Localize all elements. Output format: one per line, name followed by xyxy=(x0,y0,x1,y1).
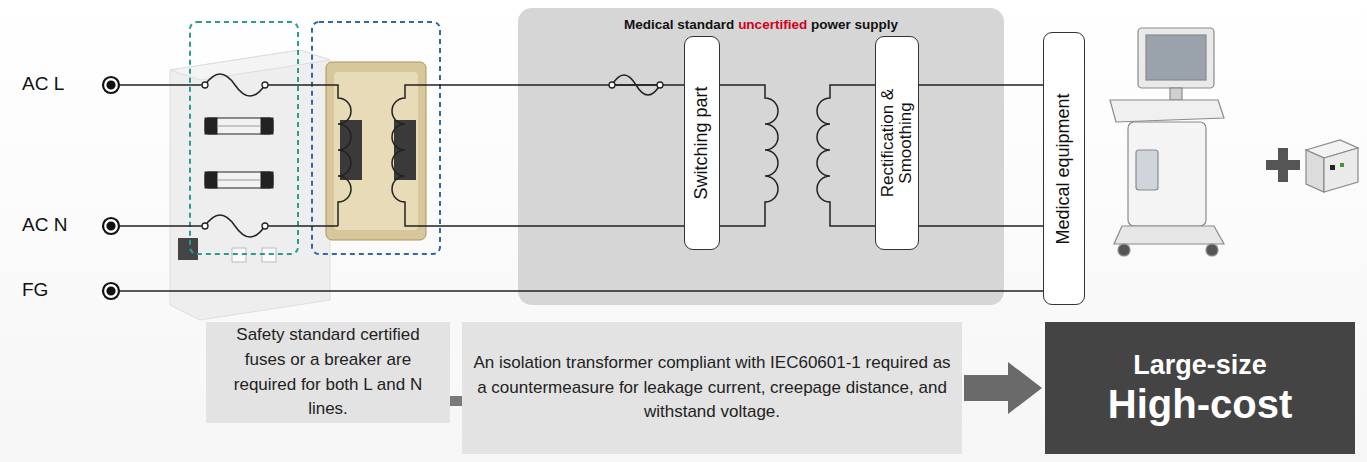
housing-illustration xyxy=(170,50,330,320)
power-supply-unit xyxy=(1340,163,1344,167)
plus-sign xyxy=(1266,148,1300,182)
panel-title: Medical standard uncertified power supply xyxy=(518,17,1004,32)
panel-title-text: Medical standard xyxy=(624,17,734,32)
power-supply-unit xyxy=(1306,150,1324,192)
terminal-symbol xyxy=(108,288,115,295)
emphasis-text: Large-size xyxy=(1133,349,1267,381)
ultrasound-illustration xyxy=(1206,244,1218,256)
fuse-end xyxy=(609,82,615,88)
terminal-label: AC N xyxy=(22,214,67,236)
ultrasound-illustration xyxy=(1136,150,1158,190)
ultrasound-illustration xyxy=(1170,88,1182,100)
housing-illustration xyxy=(178,238,198,260)
ultrasound-illustration xyxy=(1114,226,1224,244)
wire xyxy=(817,85,875,226)
box-label: Medical equipment xyxy=(1054,93,1073,244)
power-supply-unit xyxy=(1324,148,1358,192)
fuse-end xyxy=(657,82,663,88)
fuse-end xyxy=(202,82,208,88)
emphasis-text: High-cost xyxy=(1108,381,1292,427)
fuse-cartridge xyxy=(205,172,217,188)
ultrasound-illustration xyxy=(1146,35,1206,80)
fuse-cartridge xyxy=(217,180,261,181)
highlight-word: uncertified xyxy=(738,17,807,32)
note-box: An isolation transformer compliant with … xyxy=(462,322,962,454)
note-text: An isolation transformer compliant with … xyxy=(472,351,952,425)
wire xyxy=(119,74,1043,291)
terminal-symbol xyxy=(103,283,119,299)
note-text: Safety standard certified fuses or a bre… xyxy=(216,323,440,422)
terminal-label: FG xyxy=(22,279,48,301)
terminal-symbol xyxy=(103,218,119,234)
housing-illustration xyxy=(170,50,330,320)
wire xyxy=(119,215,338,237)
fuse-end xyxy=(202,223,208,229)
terminal-label: AC L xyxy=(22,73,64,95)
fuse-cartridge xyxy=(205,118,217,134)
transformer-group-outline xyxy=(312,22,440,254)
wire xyxy=(119,290,1043,292)
fuse-cartridge xyxy=(205,172,273,188)
rectification-box: Rectification & Smoothing xyxy=(875,36,919,250)
wire xyxy=(919,84,1043,86)
ultrasound-illustration xyxy=(1138,28,1214,88)
transformer-illustration xyxy=(340,120,362,180)
box-label: Switching part xyxy=(692,86,711,199)
link-bar xyxy=(450,396,462,406)
plus-sign xyxy=(1278,148,1288,182)
connector xyxy=(450,396,462,406)
terminal-symbol xyxy=(103,77,119,299)
note-box: Safety standard certified fuses or a bre… xyxy=(206,322,450,423)
fuse-end xyxy=(262,82,268,88)
cost-box: Large-sizeHigh-cost xyxy=(1045,322,1355,454)
terminal-symbol xyxy=(108,82,115,89)
power-supply-unit xyxy=(1306,140,1358,192)
panel-title-text: power supply xyxy=(811,17,898,32)
switching-box: Switching part xyxy=(684,36,720,250)
power-supply-unit xyxy=(1330,165,1335,170)
ultrasound-illustration xyxy=(1118,244,1130,256)
housing-illustration xyxy=(170,50,330,80)
connector xyxy=(964,362,1042,414)
fuse-group-outline xyxy=(190,22,298,254)
fuse-cartridge xyxy=(205,118,273,134)
terminal-symbol xyxy=(103,77,119,93)
wire xyxy=(720,85,778,226)
wire xyxy=(119,74,351,226)
fuse-cartridge xyxy=(205,118,273,188)
fuse-cartridge xyxy=(261,172,273,188)
power-supply-panel: Medical standard uncertified power supplyS… xyxy=(518,8,1004,305)
wire xyxy=(919,225,1043,227)
ultrasound-illustration xyxy=(1110,28,1224,256)
block-arrow xyxy=(964,362,1042,414)
fuse-cartridge xyxy=(217,126,261,127)
fuse-cartridge xyxy=(261,118,273,134)
equipment-box: Medical equipment xyxy=(1043,32,1085,305)
ultrasound-illustration xyxy=(1128,122,1206,226)
wire xyxy=(612,84,660,86)
terminal-symbol xyxy=(108,223,115,230)
connector xyxy=(919,85,1043,86)
box-label: Rectification & Smoothing xyxy=(879,87,916,199)
fuse-end xyxy=(202,82,663,229)
ultrasound-illustration xyxy=(1110,100,1224,122)
wire xyxy=(392,75,684,226)
fuse-end xyxy=(262,223,268,229)
